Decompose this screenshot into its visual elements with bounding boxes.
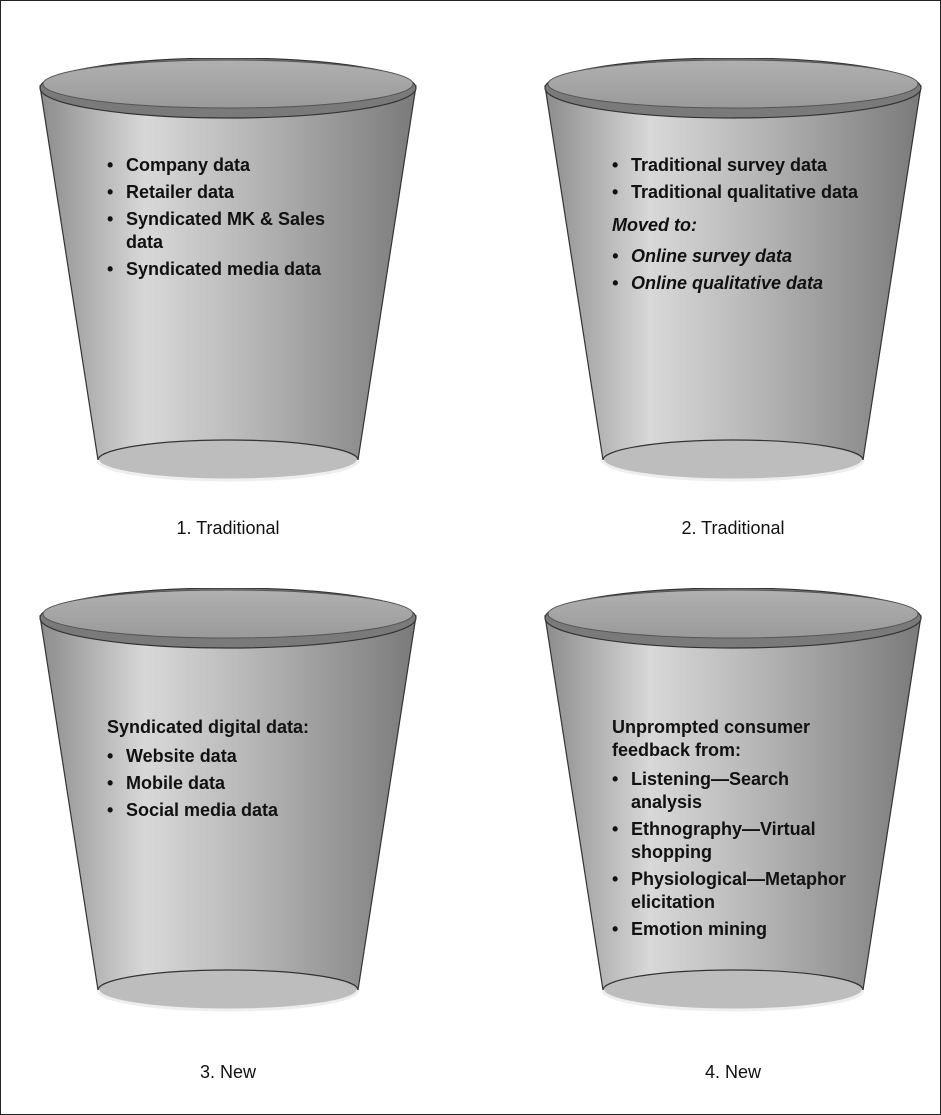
bucket-3-content: Syndicated digital data: Website data Mo… (107, 716, 367, 826)
bucket-4-heading: Unprompted consumer feedback from: (612, 717, 811, 760)
list-item: Physiological—Metaphor elicitation (612, 868, 861, 914)
bucket-3-caption: 3. New (199, 1062, 257, 1082)
moved-to-label: Moved to: (612, 215, 697, 235)
bucket-2-caption: 2. Traditional (681, 518, 785, 538)
list-item: Mobile data (107, 772, 367, 795)
list-item: Syndicated media data (107, 258, 341, 281)
bucket-4-content: Unprompted consumer feedback from: Liste… (612, 716, 877, 945)
list-item: Listening—Search analysis (612, 768, 831, 814)
bucket-2-list: Traditional survey data Traditional qual… (612, 154, 872, 204)
list-item: Company data (107, 154, 367, 177)
bucket-4-list: Listening—Search analysis Ethnography—Vi… (612, 768, 877, 941)
bucket-4-caption: 4. New (704, 1062, 762, 1082)
list-item: Traditional survey data (612, 154, 831, 177)
bucket-3-heading: Syndicated digital data: (107, 717, 310, 737)
list-item: Website data (107, 745, 367, 768)
bucket-1-content: Company data Retailer data Syndicated MK… (107, 154, 367, 285)
bucket-1-caption: 1. Traditional (176, 518, 280, 538)
list-item: Emotion mining (612, 918, 877, 941)
list-item: Online qualitative data (612, 272, 831, 295)
bucket-2-content: Traditional survey data Traditional qual… (612, 154, 872, 299)
list-item: Social media data (107, 799, 367, 822)
bucket-1-list: Company data Retailer data Syndicated MK… (107, 154, 367, 281)
bucket-3-list: Website data Mobile data Social media da… (107, 745, 367, 822)
list-item: Ethnography—Virtual shopping (612, 818, 876, 864)
list-item: Syndicated MK & Sales data (107, 208, 341, 254)
list-item: Online survey data (612, 245, 872, 268)
bucket-2-moved-list: Online survey data Online qualitative da… (612, 245, 872, 295)
list-item: Retailer data (107, 181, 367, 204)
list-item: Traditional qualitative data (612, 181, 876, 204)
